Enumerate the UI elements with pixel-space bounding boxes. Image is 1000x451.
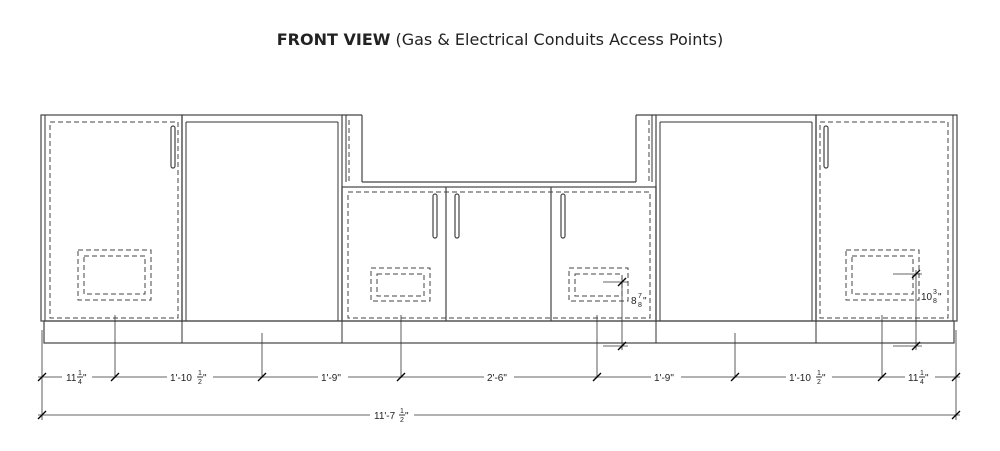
door-handle-2 (454, 193, 460, 239)
seg7-whole: 11 (908, 373, 919, 384)
seg7-num: 1 (920, 370, 924, 377)
seg1-num: 1 (78, 370, 82, 377)
height-large-num: 3 (933, 289, 937, 296)
title-main: FRONT VIEW (276, 30, 391, 49)
seg1-den: 4 (78, 379, 82, 386)
left-cabinet (40, 114, 183, 322)
drawing-title: FRONT VIEW (Gas & Electrical Conduits Ac… (0, 30, 1000, 49)
seg2-whole: 1'-10 (170, 373, 192, 384)
total-den: 2 (400, 417, 404, 424)
seg1-whole: 11 (66, 373, 77, 384)
seg2-suffix: " (203, 373, 207, 384)
seg6-den: 2 (817, 379, 821, 386)
seg5-label: 1'-9" (654, 373, 674, 384)
height-small-whole: 8 (631, 296, 637, 307)
plinth (43, 320, 955, 344)
seg4-label: 2'-6" (487, 373, 507, 384)
height-small-suffix: " (643, 296, 647, 307)
right-cabinet (815, 114, 958, 322)
seg2-num: 1 (198, 370, 202, 377)
seg2-den: 2 (198, 379, 202, 386)
center-section (341, 114, 657, 322)
right-open-bay (655, 114, 817, 322)
left-access-panel (77, 249, 152, 301)
segment-dimension-chain: 11 1 4 " 1'-10 1 2 " 1'-9" 2'-6" 1'-9" 1… (37, 369, 961, 386)
total-num: 1 (400, 408, 404, 415)
seg6-whole: 1'-10 (789, 373, 811, 384)
total-suffix: " (405, 411, 409, 422)
center-left-access-panel (370, 267, 431, 302)
right-cabinet-handle (823, 125, 829, 169)
height-dim-large: 10 3 8 " (893, 269, 942, 351)
height-dim-small: 8 7 8 " (603, 277, 647, 351)
door-handle-1 (432, 193, 438, 239)
total-dimension: 11'-7 1 2 " (37, 407, 961, 424)
leader-lines (41, 315, 957, 420)
seg7-suffix: " (925, 373, 929, 384)
height-large-whole: 10 (921, 292, 933, 303)
title-sub: (Gas & Electrical Conduits Access Points… (395, 30, 724, 49)
left-cabinet-handle (170, 125, 176, 169)
height-large-den: 8 (933, 298, 937, 305)
height-large-suffix: " (938, 292, 942, 303)
seg3-label: 1'-9" (321, 373, 341, 384)
height-small-num: 7 (638, 293, 642, 300)
seg7-den: 4 (920, 379, 924, 386)
seg1-suffix: " (83, 373, 87, 384)
left-open-bay (181, 114, 343, 322)
height-small-den: 8 (638, 302, 642, 309)
seg6-suffix: " (822, 373, 826, 384)
right-access-panel (845, 249, 920, 301)
door-handle-3 (560, 193, 566, 239)
seg6-num: 1 (817, 370, 821, 377)
total-whole: 11'-7 (374, 411, 396, 422)
